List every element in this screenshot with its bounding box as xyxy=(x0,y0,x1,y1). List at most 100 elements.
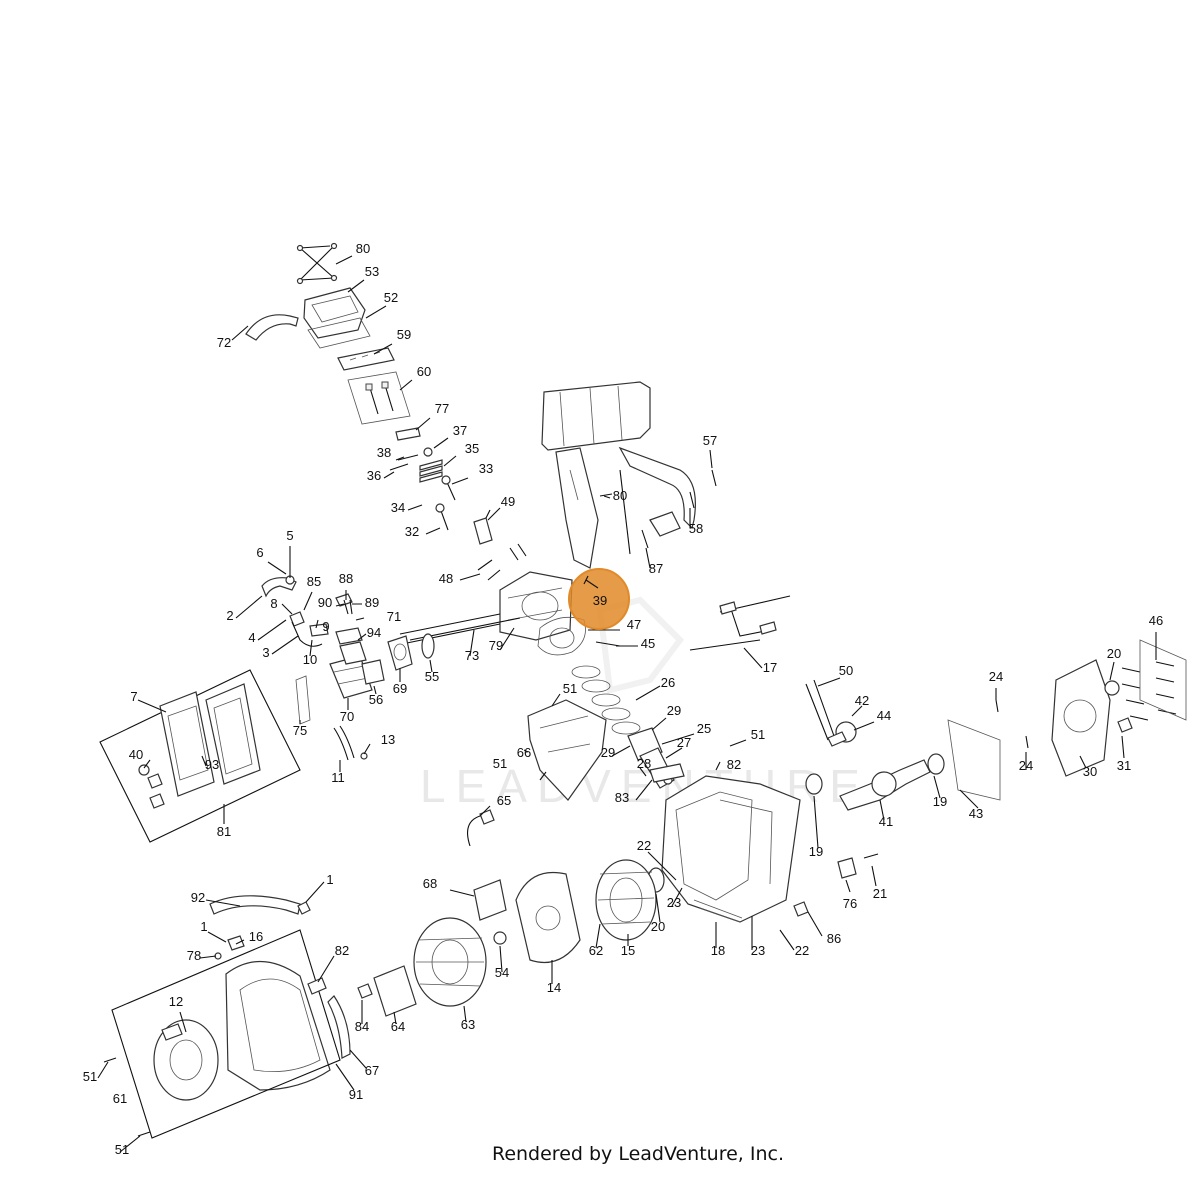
callout-61[interactable]: 61 xyxy=(113,1091,127,1106)
callout-28[interactable]: 28 xyxy=(637,756,651,771)
callout-48[interactable]: 48 xyxy=(439,571,453,586)
callout-6[interactable]: 6 xyxy=(256,545,263,560)
callout-91[interactable]: 91 xyxy=(349,1087,363,1102)
callout-16[interactable]: 16 xyxy=(249,929,263,944)
callout-14[interactable]: 14 xyxy=(547,980,561,995)
callout-12[interactable]: 12 xyxy=(169,994,183,1009)
callout-1a[interactable]: 1 xyxy=(326,872,333,887)
callout-8[interactable]: 8 xyxy=(270,596,277,611)
callout-71[interactable]: 71 xyxy=(387,609,401,624)
callout-83[interactable]: 83 xyxy=(615,790,629,805)
callout-42[interactable]: 42 xyxy=(855,693,869,708)
callout-63[interactable]: 63 xyxy=(461,1017,475,1032)
callout-1b[interactable]: 1 xyxy=(200,919,207,934)
callout-36[interactable]: 36 xyxy=(367,468,381,483)
callout-51b[interactable]: 51 xyxy=(751,727,765,742)
callout-22b[interactable]: 22 xyxy=(795,943,809,958)
callout-2[interactable]: 2 xyxy=(226,608,233,623)
callout-22a[interactable]: 22 xyxy=(637,838,651,853)
callout-55[interactable]: 55 xyxy=(425,669,439,684)
callout-47[interactable]: 47 xyxy=(627,617,641,632)
callout-70[interactable]: 70 xyxy=(340,709,354,724)
callout-40[interactable]: 40 xyxy=(129,747,143,762)
callout-73[interactable]: 73 xyxy=(465,648,479,663)
callout-80b[interactable]: 80 xyxy=(613,488,627,503)
callout-79[interactable]: 79 xyxy=(489,638,503,653)
callout-66[interactable]: 66 xyxy=(517,745,531,760)
callout-25[interactable]: 25 xyxy=(697,721,711,736)
callout-49[interactable]: 49 xyxy=(501,494,515,509)
callout-5[interactable]: 5 xyxy=(286,528,293,543)
callout-24b[interactable]: 24 xyxy=(1019,758,1033,773)
callout-81[interactable]: 81 xyxy=(217,824,231,839)
callout-82a[interactable]: 82 xyxy=(727,757,741,772)
callout-82b[interactable]: 82 xyxy=(335,943,349,958)
callout-92[interactable]: 92 xyxy=(191,890,205,905)
callout-54[interactable]: 54 xyxy=(495,965,509,980)
callout-85[interactable]: 85 xyxy=(307,574,321,589)
callout-38[interactable]: 38 xyxy=(377,445,391,460)
callout-21[interactable]: 21 xyxy=(873,886,887,901)
callout-80a[interactable]: 80 xyxy=(356,241,370,256)
callout-58[interactable]: 58 xyxy=(689,521,703,536)
callout-77[interactable]: 77 xyxy=(435,401,449,416)
callout-33[interactable]: 33 xyxy=(479,461,493,476)
callout-44[interactable]: 44 xyxy=(877,708,891,723)
callout-84[interactable]: 84 xyxy=(355,1019,369,1034)
callout-23b[interactable]: 23 xyxy=(751,943,765,958)
callout-17[interactable]: 17 xyxy=(763,660,777,675)
callout-20a[interactable]: 20 xyxy=(1107,646,1121,661)
callout-57[interactable]: 57 xyxy=(703,433,717,448)
callout-27[interactable]: 27 xyxy=(677,735,691,750)
callout-60[interactable]: 60 xyxy=(417,364,431,379)
callout-31[interactable]: 31 xyxy=(1117,758,1131,773)
callout-19a[interactable]: 19 xyxy=(933,794,947,809)
callout-76[interactable]: 76 xyxy=(843,896,857,911)
callout-90[interactable]: 90 xyxy=(318,595,332,610)
callout-37[interactable]: 37 xyxy=(453,423,467,438)
callout-52[interactable]: 52 xyxy=(384,290,398,305)
callout-35[interactable]: 35 xyxy=(465,441,479,456)
callout-59[interactable]: 59 xyxy=(397,327,411,342)
callout-94[interactable]: 94 xyxy=(367,625,381,640)
callout-45[interactable]: 45 xyxy=(641,636,655,651)
callout-13[interactable]: 13 xyxy=(381,732,395,747)
callout-53[interactable]: 53 xyxy=(365,264,379,279)
callout-30[interactable]: 30 xyxy=(1083,764,1097,779)
callout-15[interactable]: 15 xyxy=(621,943,635,958)
callout-51d[interactable]: 51 xyxy=(83,1069,97,1084)
callout-75[interactable]: 75 xyxy=(293,723,307,738)
callout-69[interactable]: 69 xyxy=(393,681,407,696)
callout-51c[interactable]: 51 xyxy=(493,756,507,771)
callout-9[interactable]: 9 xyxy=(322,619,329,634)
callout-20b[interactable]: 20 xyxy=(651,919,665,934)
callout-51e[interactable]: 51 xyxy=(115,1142,129,1157)
callout-4[interactable]: 4 xyxy=(248,630,255,645)
callout-67[interactable]: 67 xyxy=(365,1063,379,1078)
callout-41[interactable]: 41 xyxy=(879,814,893,829)
callout-11[interactable]: 11 xyxy=(331,770,345,785)
callout-10[interactable]: 10 xyxy=(303,652,317,667)
callout-68[interactable]: 68 xyxy=(423,876,437,891)
callout-93[interactable]: 93 xyxy=(205,757,219,772)
callout-43[interactable]: 43 xyxy=(969,806,983,821)
callout-87[interactable]: 87 xyxy=(649,561,663,576)
callout-32[interactable]: 32 xyxy=(405,524,419,539)
callout-51a[interactable]: 51 xyxy=(563,681,577,696)
highlight-part-39[interactable]: 39 xyxy=(568,568,630,630)
callout-89[interactable]: 89 xyxy=(365,595,379,610)
callout-19b[interactable]: 19 xyxy=(809,844,823,859)
callout-26[interactable]: 26 xyxy=(661,675,675,690)
callout-23a[interactable]: 23 xyxy=(667,895,681,910)
callout-50[interactable]: 50 xyxy=(839,663,853,678)
callout-29b[interactable]: 29 xyxy=(601,745,615,760)
callout-78[interactable]: 78 xyxy=(187,948,201,963)
callout-18[interactable]: 18 xyxy=(711,943,725,958)
callout-46[interactable]: 46 xyxy=(1149,613,1163,628)
callout-29a[interactable]: 29 xyxy=(667,703,681,718)
callout-56[interactable]: 56 xyxy=(369,692,383,707)
callout-86[interactable]: 86 xyxy=(827,931,841,946)
callout-72[interactable]: 72 xyxy=(217,335,231,350)
callout-88[interactable]: 88 xyxy=(339,571,353,586)
callout-65[interactable]: 65 xyxy=(497,793,511,808)
